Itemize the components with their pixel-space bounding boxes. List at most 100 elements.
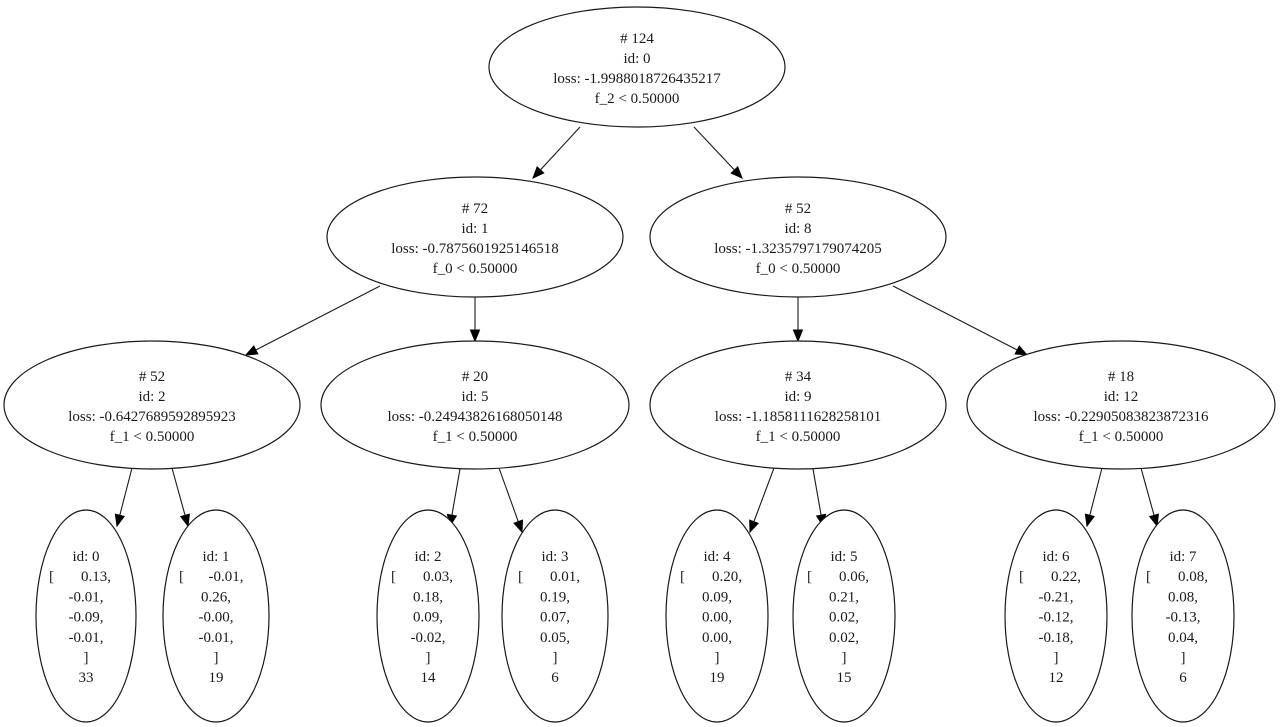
leaf-node-l3: id: 3[0.01,0.19,0.07,0.05,]6 [501,509,609,723]
edge-n12-to-l7 [1140,467,1159,528]
leaf-value-3: -0.01, [69,630,104,646]
leaf-open-bracket: [ [179,569,184,585]
leaf-close-bracket: ] [84,650,89,666]
node-sample-count: # 18 [1108,369,1134,385]
leaf-node-l4: id: 4[0.20,0.09,0.00,0.00,]19 [665,509,769,723]
node-id: id: 12 [1104,389,1139,405]
leaf-value-2: -0.12, [1039,610,1074,626]
leaf-value-0: 0.13, [81,569,111,585]
leaf-id: id: 6 [1042,549,1070,565]
node-id: id: 1 [461,221,488,237]
arrowhead-icon [730,166,743,179]
leaf-sample-count: 15 [837,670,852,686]
leaf-node-l1: id: 1[-0.01,0.26,-0.00,-0.01,]19 [162,509,270,723]
edge-line [1140,467,1155,516]
node-sample-count: # 34 [785,369,812,385]
node-sample-count: # 72 [462,201,488,217]
leaf-close-bracket: ] [214,650,219,666]
leaf-id: id: 7 [1169,549,1197,565]
node-ellipse [3,340,301,470]
edge-line [892,285,1018,351]
leaf-close-bracket: ] [1054,650,1059,666]
arrowhead-icon [532,165,545,179]
leaf-close-bracket: ] [426,650,431,666]
leaf-value-2: 0.02, [829,610,859,626]
node-sample-count: # 52 [785,201,811,217]
leaf-id: id: 1 [202,549,229,565]
arrowhead-icon [1014,345,1029,356]
leaf-node-l0: id: 0 [0.13, -0.01, -0.09, -0.01,] 33 [35,509,137,723]
node-ellipse [1004,509,1108,723]
node-ellipse [649,340,947,470]
node-split-rule: f_1 < 0.50000 [756,429,841,445]
node-ellipse [1131,509,1235,723]
edge-line [753,467,775,522]
node-id: id: 9 [784,389,811,405]
edge-n0-to-n1 [532,126,581,179]
edge-n5-to-l3 [498,467,524,534]
node-ellipse [326,176,624,298]
edge-n1-to-n2 [244,285,381,356]
edge-n5-to-l2 [446,468,461,528]
leaf-close-bracket: ] [715,650,720,666]
node-sample-count: # 52 [139,369,165,385]
leaf-node-l7: id: 7[0.08,0.08,-0.13,0.04,]6 [1131,509,1235,723]
leaf-value-2: -0.00, [199,610,234,626]
node-ellipse [488,6,786,128]
leaf-open-bracket: [ [49,569,54,585]
edge-line [171,467,186,516]
leaf-sample-count: 19 [209,670,224,686]
leaf-value-1: 0.26, [201,589,231,605]
node-split-rule: f_2 < 0.50000 [595,91,680,107]
leaf-value-2: -0.09, [69,610,104,626]
leaf-value-0: 0.03, [423,569,453,585]
node-ellipse [792,509,896,723]
node-sample-count: # 124 [620,31,654,47]
edge-n12-to-l6 [1084,467,1103,528]
node-ellipse [376,509,480,723]
node-ellipse [162,509,270,723]
leaf-open-bracket: [ [391,569,396,585]
leaf-value-2: 0.00, [702,610,732,626]
edge-line [498,467,519,522]
leaf-close-bracket: ] [553,650,558,666]
edges-layer [114,126,1159,534]
leaf-id: id: 3 [541,549,568,565]
leaf-open-bracket: [ [680,569,685,585]
node-split-rule: f_0 < 0.50000 [433,261,518,277]
node-ellipse [35,509,137,723]
arrowhead-icon [513,519,524,534]
leaf-id: id: 5 [830,549,857,565]
leaf-value-0: 0.20, [712,569,742,585]
edge-line [1089,467,1103,516]
node-ellipse [665,509,769,723]
node-ellipse [649,176,947,298]
node-ellipse [966,340,1276,470]
edge-n2-to-l0 [114,467,133,528]
leaf-value-0: 0.06, [839,569,869,585]
leaf-open-bracket: [ [807,569,812,585]
leaf-value-3: -0.02, [411,630,446,646]
leaf-sample-count: 33 [79,670,94,686]
leaf-id: id: 0 [72,549,99,565]
leaf-value-0: 0.08, [1178,569,1208,585]
arrowhead-icon [749,519,759,534]
leaf-value-1: 0.18, [413,589,443,605]
edge-n9-to-l5 [812,468,827,528]
edge-line [812,468,822,516]
node-id: id: 8 [784,221,811,237]
leaf-open-bracket: [ [518,569,523,585]
edge-line [119,467,133,516]
leaf-value-1: -0.01, [69,589,104,605]
arrowhead-icon [244,345,259,356]
edge-line [693,126,735,171]
edge-n2-to-l1 [171,467,190,528]
leaf-value-0: -0.01, [209,569,244,585]
leaf-value-3: -0.18, [1039,630,1074,646]
